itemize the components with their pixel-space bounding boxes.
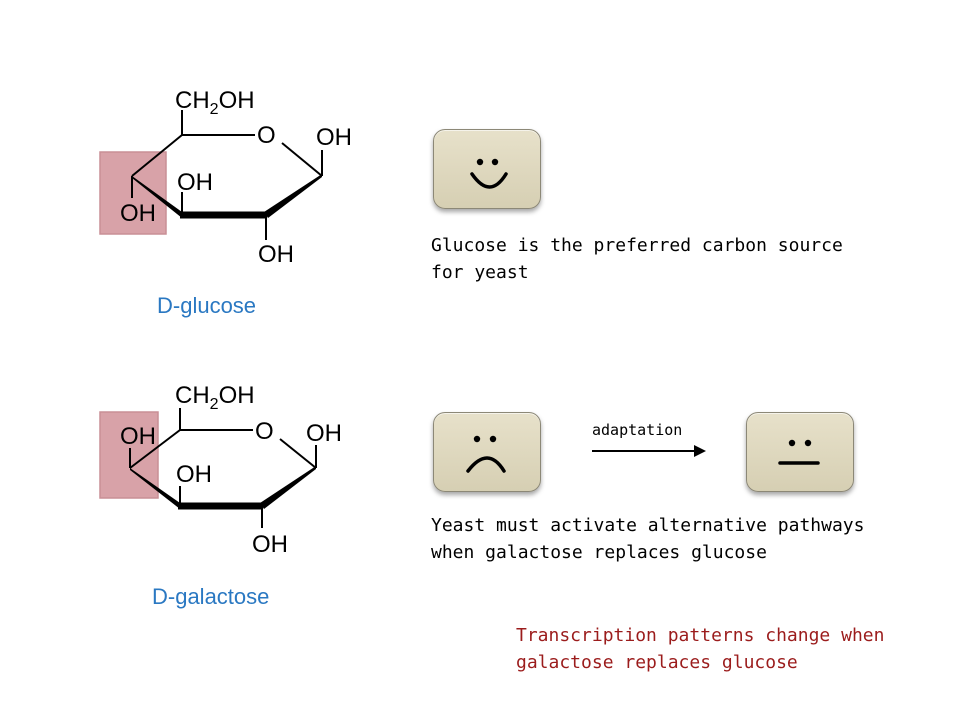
glucose-ring-o-label: O <box>257 122 276 149</box>
sad-face <box>433 412 541 492</box>
conclusion-text: Transcription patterns change when galac… <box>516 625 885 673</box>
glucose-c1-oh-label: OH <box>316 124 352 151</box>
happy-face-icon <box>470 158 508 189</box>
galactose-c3-oh-label: OH <box>176 461 212 488</box>
neutral-face <box>746 412 854 492</box>
galactose-c1-oh-label: OH <box>306 420 342 447</box>
glucose-c4-oh-label: OH <box>120 200 156 227</box>
glucose-caption: Glucose is the preferred carbon source f… <box>431 235 843 283</box>
galactose-caption: Yeast must activate alternative pathways… <box>431 515 865 563</box>
sad-face-icon <box>466 435 506 473</box>
galactose-ch2oh-label: CH2OH <box>175 382 255 413</box>
glucose-ch2oh-label: CH2OH <box>175 87 255 118</box>
neutral-face-icon <box>778 439 820 465</box>
galactose-ring-o-label: O <box>255 418 274 445</box>
glucose-c2-oh-label: OH <box>258 241 294 268</box>
glucose-label: D-glucose <box>157 293 257 318</box>
adaptation-arrow-icon <box>592 445 706 457</box>
glucose-c3-oh-label: OH <box>177 169 213 196</box>
adaptation-label: adaptation <box>592 421 683 439</box>
galactose-c2-oh-label: OH <box>252 531 288 558</box>
happy-face <box>433 129 541 209</box>
glucose-structure: CH2OH O OH OH OH OH <box>99 87 352 268</box>
galactose-c4-oh-label: OH <box>120 423 156 450</box>
galactose-label: D-galactose <box>152 584 270 609</box>
galactose-structure: CH2OH O OH OH OH OH <box>99 382 342 558</box>
